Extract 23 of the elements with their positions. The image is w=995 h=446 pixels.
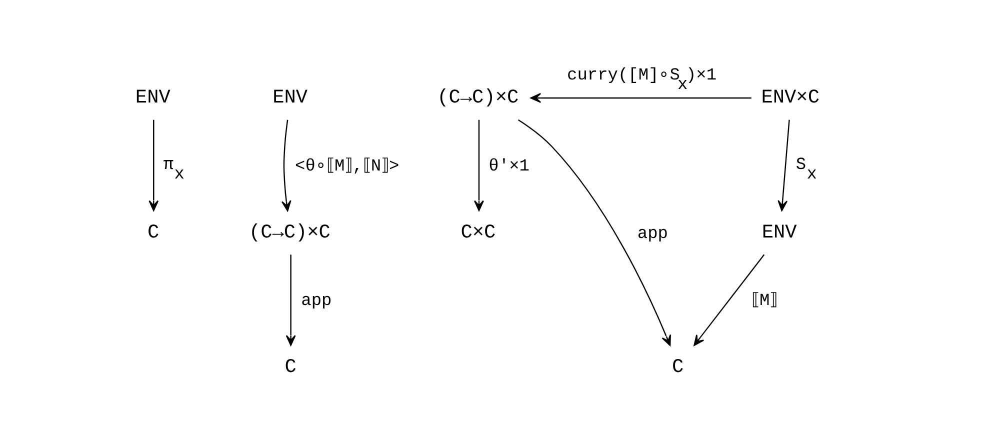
edge-label: app	[637, 224, 668, 244]
arrow	[694, 254, 765, 346]
node-text: C×C	[460, 221, 496, 244]
arrow	[286, 254, 296, 346]
node-text: (C→C)×C	[437, 86, 519, 109]
arrow	[518, 119, 671, 346]
edge-label: <θ∘⟦M⟧,⟦N⟧>	[295, 157, 400, 176]
node-text: C	[148, 221, 160, 244]
node-text: ENV×C	[761, 86, 820, 109]
arrow	[148, 120, 159, 212]
arrow	[281, 120, 292, 212]
arrow	[530, 92, 752, 103]
arrow	[474, 120, 484, 212]
node-text: C	[284, 356, 296, 378]
node-text: ENV	[272, 86, 308, 109]
edge-label: θ'×1	[488, 157, 530, 176]
edge-label: ⟦M⟧	[752, 292, 778, 312]
node-text: ENV	[135, 86, 170, 109]
node-text: ENV	[762, 221, 797, 244]
edge-label: app	[301, 292, 332, 312]
node-text: (C→C)×C	[248, 221, 330, 244]
node-text: C	[672, 356, 684, 378]
arrow	[778, 120, 790, 212]
